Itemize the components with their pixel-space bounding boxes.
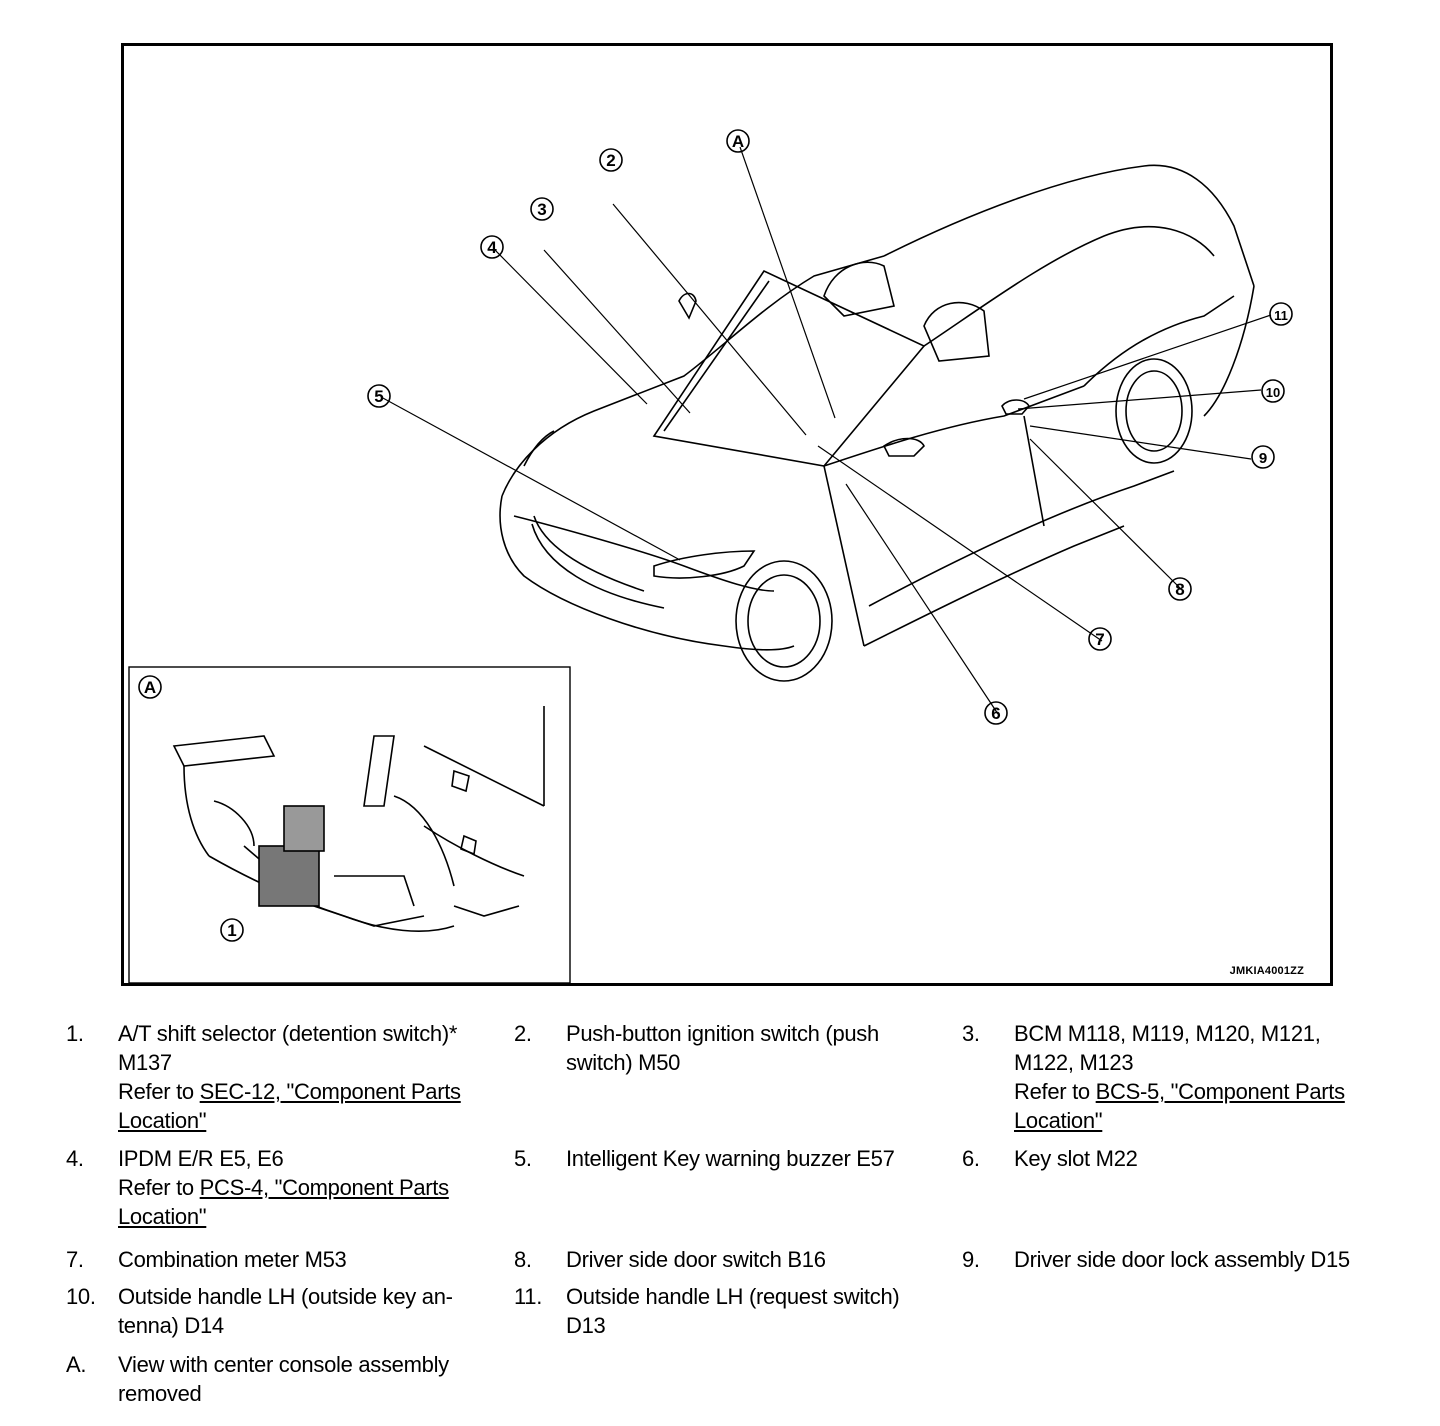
legend-number: 4. xyxy=(66,1146,84,1171)
legend-text: Combination meter M53 xyxy=(118,1247,347,1272)
callout-6: 6 xyxy=(991,704,1000,723)
legend-text: tenna) D14 xyxy=(118,1313,224,1338)
legend-text: Key slot M22 xyxy=(1014,1146,1138,1171)
legend-item-7: 7. Combination meter M53 xyxy=(66,1245,506,1275)
callout-7: 7 xyxy=(1095,630,1104,649)
legend-number: 2. xyxy=(514,1021,532,1046)
legend-text: Outside handle LH (request switch) xyxy=(566,1284,900,1309)
refer-link-sec-12[interactable]: SEC-12, "Component Parts xyxy=(199,1079,461,1104)
legend-number: A. xyxy=(66,1352,87,1377)
callout-2: 2 xyxy=(606,151,615,170)
refer-prefix: Refer to xyxy=(118,1079,200,1104)
legend-number: 3. xyxy=(962,1021,980,1046)
legend-text: Driver side door switch B16 xyxy=(566,1247,826,1272)
legend-item-9: 9. Driver side door lock assembly D15 xyxy=(962,1245,1402,1275)
legend-number: 10. xyxy=(66,1284,96,1309)
callout-9: 9 xyxy=(1259,450,1267,467)
legend-text: Push-button ignition switch (push xyxy=(566,1021,879,1046)
legend-number: 1. xyxy=(66,1021,84,1046)
callout-8: 8 xyxy=(1175,580,1184,599)
legend-text: D13 xyxy=(566,1313,606,1338)
legend-text: A/T shift selector (detention switch)* xyxy=(118,1021,458,1046)
legend-number: 8. xyxy=(514,1247,532,1272)
callout-3: 3 xyxy=(537,200,546,219)
car-illustration: 2 3 4 5 A 6 7 8 9 10 11 1 A xyxy=(128,129,1293,983)
legend-number: 9. xyxy=(962,1247,980,1272)
legend-number: 11. xyxy=(514,1284,543,1309)
inset-view-a xyxy=(128,666,571,983)
refer-prefix: Refer to xyxy=(1014,1079,1096,1104)
callout-4: 4 xyxy=(487,238,497,257)
legend-text: BCM M118, M119, M120, M121, xyxy=(1014,1021,1321,1046)
component-location-figure: 2 3 4 5 A 6 7 8 9 10 11 1 A xyxy=(121,43,1333,986)
legend-text: IPDM E/R E5, E6 xyxy=(118,1146,284,1171)
callout-11: 11 xyxy=(1274,308,1288,323)
legend-text: Intelligent Key warning buzzer E57 xyxy=(566,1146,895,1171)
refer-link-pcs-4[interactable]: PCS-4, "Component Parts xyxy=(199,1175,449,1200)
legend-item-10: 10. Outside handle LH (outside key an- t… xyxy=(66,1282,506,1342)
refer-link-bcs-5-cont[interactable]: Location" xyxy=(1014,1108,1103,1133)
legend-number: 6. xyxy=(962,1146,980,1171)
refer-link-sec-12-cont[interactable]: Location" xyxy=(118,1108,207,1133)
callout-circles xyxy=(138,129,1293,942)
figure-id-label: JMKIA4001ZZ xyxy=(1229,965,1304,977)
callout-5: 5 xyxy=(374,387,383,406)
car-body xyxy=(499,164,1255,651)
legend-item-1: 1. A/T shift selector (detention switch)… xyxy=(66,1019,506,1139)
inset-callout-a: A xyxy=(144,678,156,697)
legend-text: M137 xyxy=(118,1050,172,1075)
legend-item-6: 6. Key slot M22 xyxy=(962,1144,1402,1174)
legend-text: removed xyxy=(118,1381,202,1406)
legend-text: Outside handle LH (outside key an- xyxy=(118,1284,453,1309)
refer-prefix: Refer to xyxy=(118,1175,200,1200)
legend-item-11: 11. Outside handle LH (request switch) D… xyxy=(514,1282,954,1342)
refer-link-bcs-5[interactable]: BCS-5, "Component Parts xyxy=(1095,1079,1345,1104)
legend-item-a: A. View with center console assembly rem… xyxy=(66,1350,506,1410)
callout-a: A xyxy=(732,132,744,151)
legend-item-2: 2. Push-button ignition switch (push swi… xyxy=(514,1019,954,1079)
refer-link-pcs-4-cont[interactable]: Location" xyxy=(118,1204,207,1229)
legend-number: 5. xyxy=(514,1146,532,1171)
legend-text: switch) M50 xyxy=(566,1050,681,1075)
callout-1: 1 xyxy=(227,921,236,940)
leader-lines xyxy=(260,146,1272,902)
wheels xyxy=(735,358,1193,682)
legend-number: 7. xyxy=(66,1247,84,1272)
legend-item-5: 5. Intelligent Key warning buzzer E57 xyxy=(514,1144,954,1174)
legend-text: View with center console assembly xyxy=(118,1352,449,1377)
legend-item-3: 3. BCM M118, M119, M120, M121, M122, M12… xyxy=(962,1019,1402,1139)
legend-text: Driver side door lock assembly D15 xyxy=(1014,1247,1350,1272)
legend-item-4: 4. IPDM E/R E5, E6 Refer to PCS-4, "Comp… xyxy=(66,1144,506,1234)
legend-item-8: 8. Driver side door switch B16 xyxy=(514,1245,954,1275)
callout-10: 10 xyxy=(1266,385,1280,400)
legend-text: M122, M123 xyxy=(1014,1050,1134,1075)
callout-labels: 2 3 4 5 A 6 7 8 9 10 11 1 A xyxy=(144,132,1288,940)
